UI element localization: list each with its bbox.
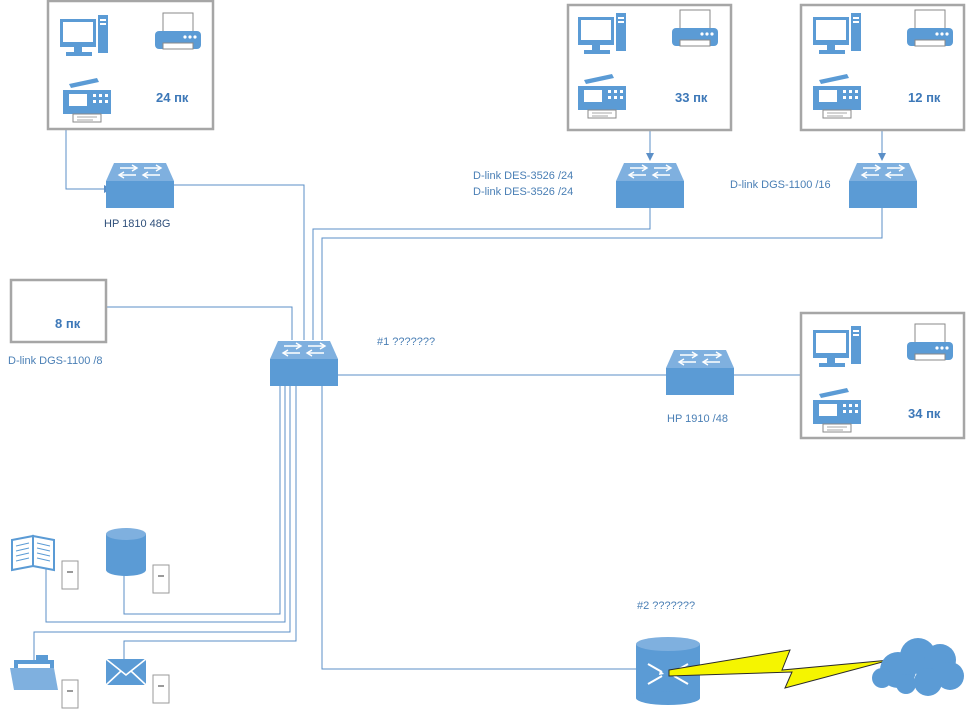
- server-icon: [61, 679, 79, 709]
- mail-icon: [105, 658, 147, 686]
- group-count-33: 33 пк: [675, 90, 708, 105]
- switch-icon-hp1910: [665, 349, 735, 396]
- router-icon: [636, 637, 700, 705]
- server-icon: [152, 564, 170, 594]
- switch-label-hp1810: HP 1810 48G: [104, 218, 171, 230]
- book-icon: [11, 534, 55, 572]
- core-switch-note: #1 ???????: [377, 336, 436, 348]
- group-count-12: 12 пк: [908, 90, 941, 105]
- switch-label-des3526-2: D-link DES-3526 /24: [473, 186, 574, 198]
- switch-icon-hp1810: [105, 162, 175, 209]
- switch-label-des3526-1: D-link DES-3526 /24: [473, 170, 574, 182]
- switch-icon-des3526: [615, 162, 685, 209]
- connection-lines: [33, 130, 883, 688]
- switch-label-hp1910: HP 1910 /48: [667, 413, 728, 425]
- group-count-24: 24 пк: [156, 90, 189, 105]
- database-icon: [106, 528, 146, 576]
- cloud-icon: [872, 638, 964, 696]
- group-count-8: 8 пк: [55, 316, 81, 331]
- core-switch-icon: [269, 340, 339, 387]
- switch-label-dgs1100-16: D-link DGS-1100 /16: [730, 179, 831, 191]
- router-note: #2 ???????: [637, 600, 696, 612]
- switch-icon-dgs1100-16: [848, 162, 918, 209]
- lightning-link: [668, 649, 891, 689]
- switch-label-dgs1100-8: D-link DGS-1100 /8: [8, 355, 103, 367]
- feed-lines: [649, 130, 883, 155]
- server-icon: [152, 674, 170, 704]
- group-count-34: 34 пк: [908, 406, 941, 421]
- server-icon: [61, 560, 79, 590]
- folder-icon: [10, 655, 58, 690]
- group-box-8: [9, 278, 108, 344]
